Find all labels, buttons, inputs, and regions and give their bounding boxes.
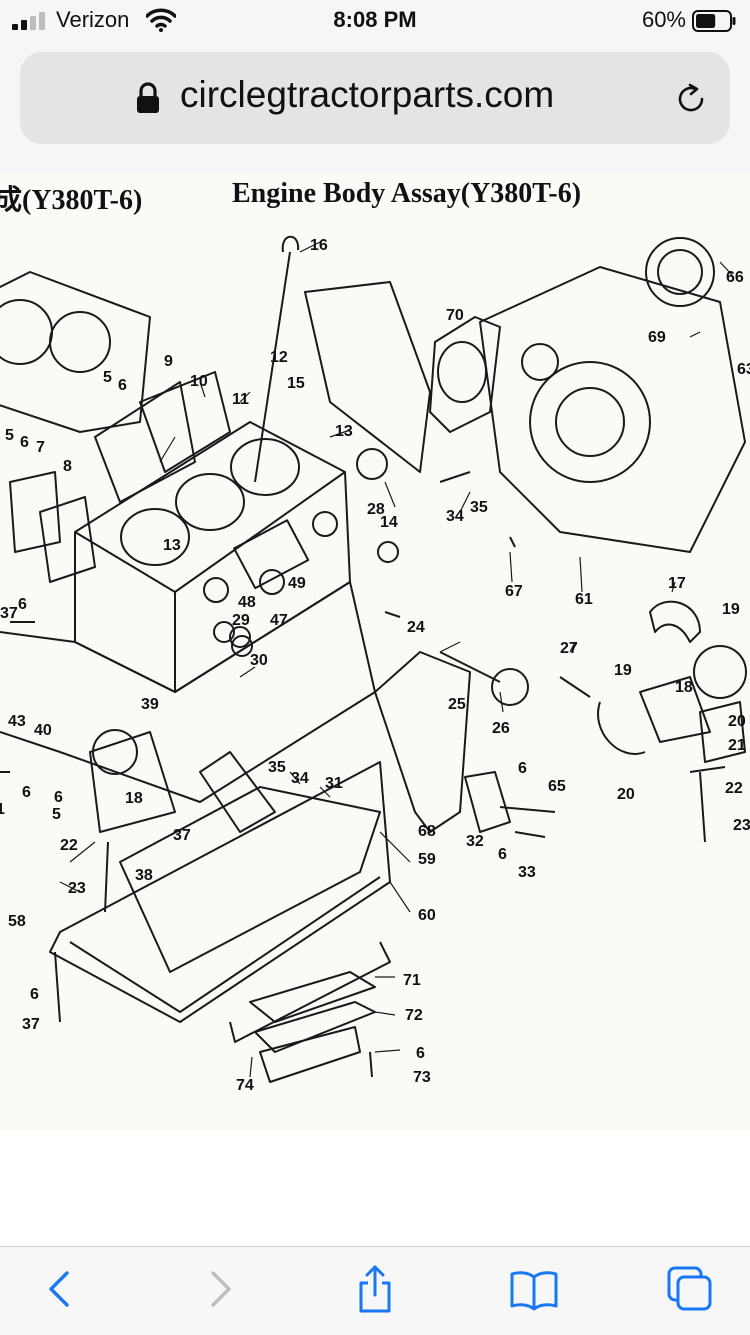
callout-35: 35 bbox=[470, 499, 488, 516]
callout-6: 6 bbox=[30, 986, 39, 1003]
callout-37: 37 bbox=[22, 1016, 40, 1033]
parts-diagram: 1666701215910111356567828143435696367611… bbox=[0, 172, 750, 1130]
callout-19: 19 bbox=[614, 662, 632, 679]
callout-18: 18 bbox=[125, 790, 143, 807]
callout-6: 6 bbox=[20, 434, 29, 451]
tabs-icon[interactable] bbox=[664, 1263, 716, 1315]
callout-15: 15 bbox=[287, 375, 305, 392]
callout-11: 11 bbox=[232, 391, 249, 408]
callout-65: 65 bbox=[548, 778, 566, 795]
callout-72: 72 bbox=[405, 1007, 423, 1024]
diagram-callout-labels: 1666701215910111356567828143435696367611… bbox=[0, 237, 750, 1094]
callout-9: 9 bbox=[164, 353, 173, 370]
callout-58: 58 bbox=[8, 913, 26, 930]
callout-12: 12 bbox=[270, 349, 288, 366]
share-icon[interactable] bbox=[349, 1263, 401, 1315]
diagram-title: 成(Y380T-6) Engine Body Assay(Y380T-6) bbox=[0, 178, 750, 218]
diagram-title-left: 成(Y380T-6) bbox=[0, 185, 143, 216]
callout-28: 28 bbox=[367, 501, 385, 518]
callout-59: 59 bbox=[418, 851, 436, 868]
callout-7: 7 bbox=[36, 439, 45, 456]
callout-63: 63 bbox=[737, 361, 750, 378]
callout-48: 48 bbox=[238, 594, 256, 611]
callout-6: 6 bbox=[416, 1045, 425, 1062]
callout-16: 16 bbox=[310, 237, 328, 254]
callout-22: 22 bbox=[725, 780, 743, 797]
callout-13: 13 bbox=[335, 423, 353, 440]
callout-6: 6 bbox=[498, 846, 507, 863]
callout-6: 6 bbox=[22, 784, 31, 801]
callout-27: 27 bbox=[560, 640, 578, 657]
callout-60: 60 bbox=[418, 907, 436, 924]
callout-61: 61 bbox=[575, 591, 593, 608]
callout-17: 17 bbox=[668, 575, 686, 592]
back-icon[interactable] bbox=[34, 1263, 86, 1315]
callout-30: 30 bbox=[250, 652, 268, 669]
callout-34: 34 bbox=[446, 508, 464, 525]
callout-74: 74 bbox=[236, 1077, 254, 1094]
callout-29: 29 bbox=[232, 612, 250, 629]
callout-71: 71 bbox=[403, 972, 421, 989]
callout-39: 39 bbox=[141, 696, 159, 713]
callout-23: 23 bbox=[68, 880, 86, 897]
carrier-name: Verizon bbox=[56, 7, 130, 32]
callout-21: 21 bbox=[728, 737, 746, 754]
url-text: circlegtractorparts.com bbox=[180, 74, 555, 115]
battery-percent: 60% bbox=[641, 7, 686, 32]
callout-37: 37 bbox=[173, 827, 191, 844]
callout-6: 6 bbox=[54, 789, 63, 806]
address-bar[interactable]: circlegtractorparts.com bbox=[20, 52, 730, 144]
callout-67: 67 bbox=[505, 583, 523, 600]
lock-icon bbox=[137, 82, 159, 113]
callout-20: 20 bbox=[617, 786, 635, 803]
engine-body-drawing: 1666701215910111356567828143435696367611… bbox=[0, 235, 750, 1094]
callout-26: 26 bbox=[492, 720, 510, 737]
callout-49: 49 bbox=[288, 575, 306, 592]
browser-address-area: circlegtractorparts.com bbox=[0, 44, 750, 173]
browser-toolbar bbox=[0, 1246, 750, 1335]
callout-6: 6 bbox=[118, 377, 127, 394]
callout-23: 23 bbox=[733, 817, 750, 834]
callout-19: 19 bbox=[722, 601, 740, 618]
callout-20: 20 bbox=[728, 713, 746, 730]
callout-24: 24 bbox=[407, 619, 425, 636]
callout-40: 40 bbox=[34, 722, 52, 739]
callout-47: 47 bbox=[270, 612, 288, 629]
callout-69: 69 bbox=[648, 329, 666, 346]
callout-31: 31 bbox=[325, 775, 343, 792]
status-bar: Verizon 8:08 PM 60% bbox=[0, 0, 750, 44]
callout-70: 70 bbox=[446, 307, 464, 324]
web-content[interactable]: 1666701215910111356567828143435696367611… bbox=[0, 172, 750, 1246]
callout-34: 34 bbox=[291, 770, 309, 787]
callout-33: 33 bbox=[518, 864, 536, 881]
bookmarks-icon[interactable] bbox=[508, 1263, 560, 1315]
wifi-icon bbox=[146, 8, 176, 32]
callout-13: 13 bbox=[163, 537, 181, 554]
callout-5: 5 bbox=[103, 369, 112, 386]
callout-5: 5 bbox=[52, 806, 61, 823]
callout-37: 37 bbox=[0, 605, 18, 622]
forward-icon[interactable] bbox=[194, 1263, 246, 1315]
callout-66: 66 bbox=[726, 269, 744, 286]
callout-10: 10 bbox=[190, 373, 208, 390]
callout-8: 8 bbox=[63, 458, 72, 475]
callout-32: 32 bbox=[466, 833, 484, 850]
callout-68: 68 bbox=[418, 823, 436, 840]
callout-1: 1 bbox=[0, 801, 5, 818]
callout-6: 6 bbox=[18, 596, 27, 613]
callout-73: 73 bbox=[413, 1069, 431, 1086]
callout-25: 25 bbox=[448, 696, 466, 713]
callout-43: 43 bbox=[8, 713, 26, 730]
signal-icon bbox=[12, 12, 45, 30]
callout-6: 6 bbox=[518, 760, 527, 777]
battery-icon bbox=[692, 10, 736, 32]
callout-18: 18 bbox=[675, 679, 693, 696]
callout-38: 38 bbox=[135, 867, 153, 884]
callout-22: 22 bbox=[60, 837, 78, 854]
diagram-title-right: Engine Body Assay(Y380T-6) bbox=[232, 178, 582, 209]
reload-icon[interactable] bbox=[674, 82, 708, 116]
callout-35: 35 bbox=[268, 759, 286, 776]
callout-5: 5 bbox=[5, 427, 14, 444]
callout-14: 14 bbox=[380, 514, 398, 531]
